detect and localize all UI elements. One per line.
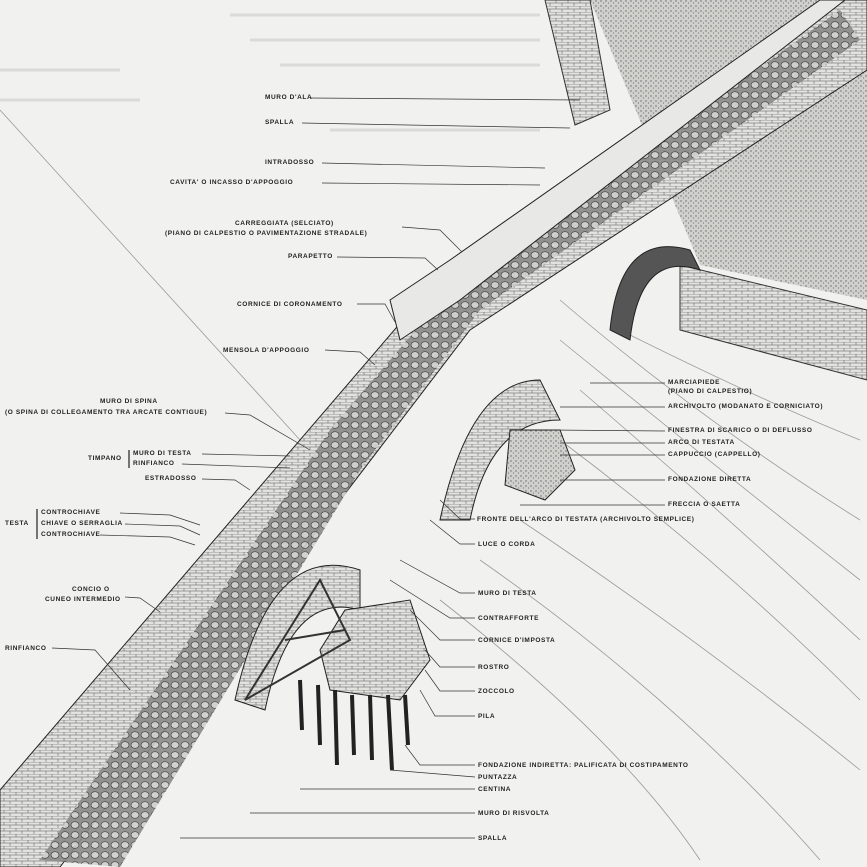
label-freccia: FRECCIA O SAETTA (668, 501, 741, 508)
label-muro-spina-sub: (O SPINA DI COLLEGAMENTO TRA ARCATE CONT… (5, 409, 208, 416)
label-pila: PILA (478, 713, 496, 720)
terrain-contours (0, 109, 861, 861)
pier (319, 599, 431, 701)
label-testa: TESTA (5, 520, 29, 527)
parapet (389, 0, 846, 341)
label-concio-sub: CUNEO INTERMEDIO (45, 596, 121, 603)
label-concio: CONCIO O (72, 586, 110, 593)
direct-foundation (504, 429, 576, 501)
background-text-lines (0, 13, 540, 132)
label-luce: LUCE O CORDA (478, 541, 536, 548)
centering (244, 577, 352, 701)
label-muro-d-ala: MURO D'ALA (265, 94, 313, 101)
label-carreggiata-sub: (PIANO DI CALPESTIO O PAVIMENTAZIONE STR… (165, 230, 368, 237)
label-controchiave-2: CONTROCHIAVE (41, 531, 101, 538)
label-rinfianco: RINFIANCO (5, 645, 47, 652)
label-zoccolo: ZOCCOLO (478, 688, 515, 695)
arch-near (234, 564, 361, 711)
label-archivolto: ARCHIVOLTO (MODANATO E CORNICIATO) (668, 403, 824, 410)
label-marciapiede: MARCIAPIEDE (668, 379, 721, 386)
label-muro-spina: MURO DI SPINA (100, 398, 158, 405)
label-finestra: FINESTRA DI SCARICO O DI DEFLUSSO (668, 427, 813, 434)
arch-middle (439, 379, 561, 521)
label-fronte: FRONTE DELL'ARCO DI TESTATA (ARCHIVOLTO … (477, 516, 695, 523)
label-intradosso: INTRADOSSO (265, 159, 315, 166)
label-centina: CENTINA (478, 786, 512, 793)
label-cornice-imposta: CORNICE D'IMPOSTA (478, 637, 556, 644)
label-spalla-bottom: SPALLA (478, 835, 508, 842)
label-estradosso: ESTRADOSSO (145, 475, 197, 482)
label-rostro: ROSTRO (478, 664, 510, 671)
label-contrafforte: CONTRAFFORTE (478, 615, 539, 622)
label-timpano: TIMPANO (88, 455, 122, 462)
label-timpano-rinfianco: RINFIANCO (133, 460, 175, 467)
return-wall (679, 264, 867, 381)
wing-wall (544, 0, 611, 126)
label-parapetto: PARAPETTO (288, 253, 333, 260)
label-cappuccio: CAPPUCCIO (CAPPELLO) (668, 451, 761, 458)
label-cornice-coronamento: CORNICE DI CORONAMENTO (237, 301, 343, 308)
arch-far (609, 246, 701, 341)
label-chiave: CHIAVE O SERRAGLIA (41, 520, 123, 527)
road-paving (40, 10, 860, 867)
label-muro-risvolta: MURO DI RISVOLTA (478, 810, 550, 817)
label-marciapiede-sub: (PIANO DI CALPESTIO) (668, 388, 753, 395)
label-muro-testa: MURO DI TESTA (478, 590, 537, 597)
label-fondazione-diretta: FONDAZIONE DIRETTA (668, 476, 752, 483)
label-spalla-top: SPALLA (265, 119, 295, 126)
foundation-piles (298, 679, 410, 771)
label-arco-testata: ARCO DI TESTATA (668, 439, 735, 446)
leader-lines (51, 97, 666, 839)
label-timpano-muro-testa: MURO DI TESTA (133, 450, 192, 457)
label-puntazza: PUNTAZZA (478, 774, 518, 781)
label-braces (36, 450, 130, 539)
label-mensola: MENSOLA D'APPOGGIO (223, 347, 310, 354)
label-controchiave-1: CONTROCHIAVE (41, 509, 101, 516)
label-fondazione-indiretta: FONDAZIONE INDIRETTA: PALIFICATA DI COST… (478, 762, 689, 769)
label-carreggiata: CARREGGIATA (SELCIATO) (235, 220, 334, 227)
label-cavita: CAVITA' O INCASSO D'APPOGGIO (170, 179, 294, 186)
